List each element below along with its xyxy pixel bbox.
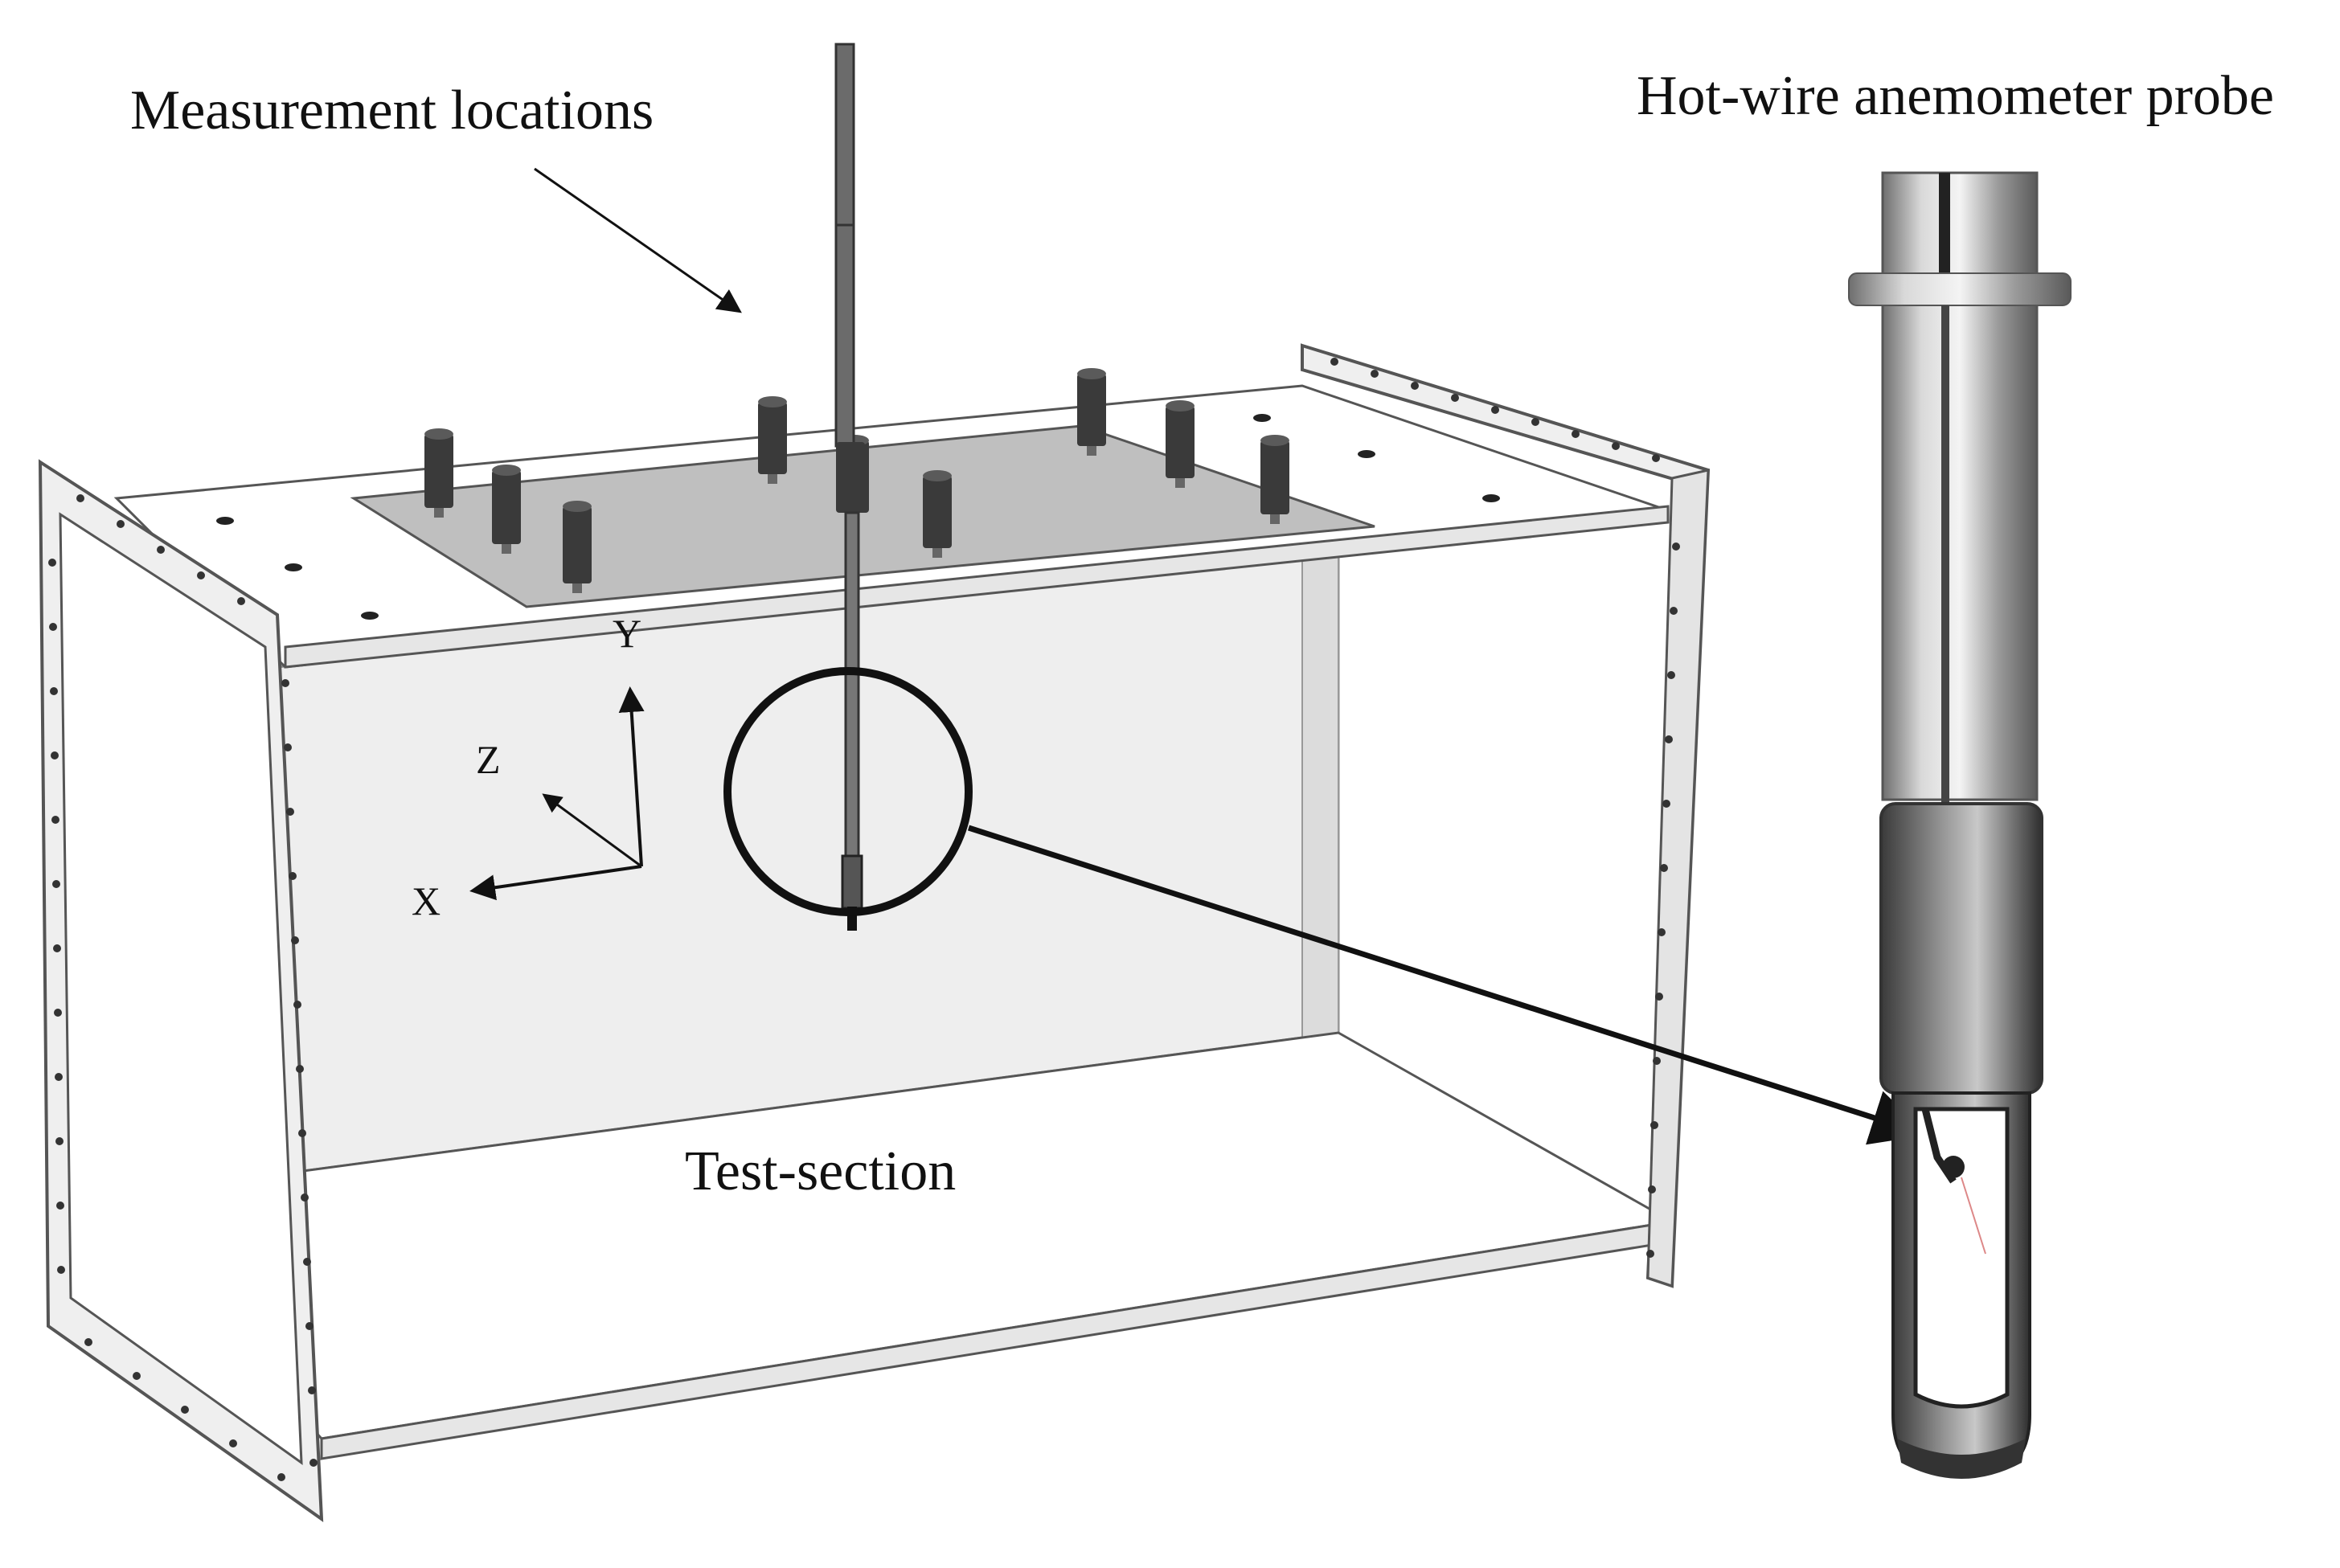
stud xyxy=(563,501,592,593)
y-axis-label: Y xyxy=(613,611,641,656)
y-axis-arrow xyxy=(618,686,645,867)
probe-callout-circle xyxy=(723,667,973,916)
top-front-rail xyxy=(284,505,1670,669)
stud xyxy=(424,428,453,518)
x-axis-arrow xyxy=(469,865,642,901)
stud xyxy=(923,470,952,558)
right-frame-bolt-holes xyxy=(1330,358,1680,1258)
left-frame-inner xyxy=(59,512,303,1466)
stud xyxy=(1260,435,1289,524)
z-axis-arrow xyxy=(542,793,642,868)
stud xyxy=(492,465,521,554)
top-panel-holes xyxy=(216,414,1500,620)
probe-label: Hot-wire anemometer probe xyxy=(1637,65,2274,127)
x-axis-label: X xyxy=(412,878,441,923)
stud xyxy=(1166,400,1195,488)
measurement-locations-arrow xyxy=(534,167,742,313)
measurement-locations-label: Measurement locations xyxy=(130,80,654,141)
hot-wire-probe-closeup xyxy=(1848,171,2072,1479)
z-axis-label: Z xyxy=(476,737,501,782)
traverse-rod xyxy=(834,43,865,931)
stud xyxy=(1077,368,1106,456)
right-back-post xyxy=(1301,521,1339,1062)
left-frame-bolt-holes xyxy=(48,494,318,1481)
coordinate-axes: Y X Z xyxy=(412,611,645,923)
right-frame-post xyxy=(1646,469,1710,1288)
test-section-label: Test-section xyxy=(685,1140,956,1202)
probe-zoom-arrow xyxy=(967,825,1928,1145)
test-section-box xyxy=(38,43,1711,1522)
stud xyxy=(758,396,787,484)
